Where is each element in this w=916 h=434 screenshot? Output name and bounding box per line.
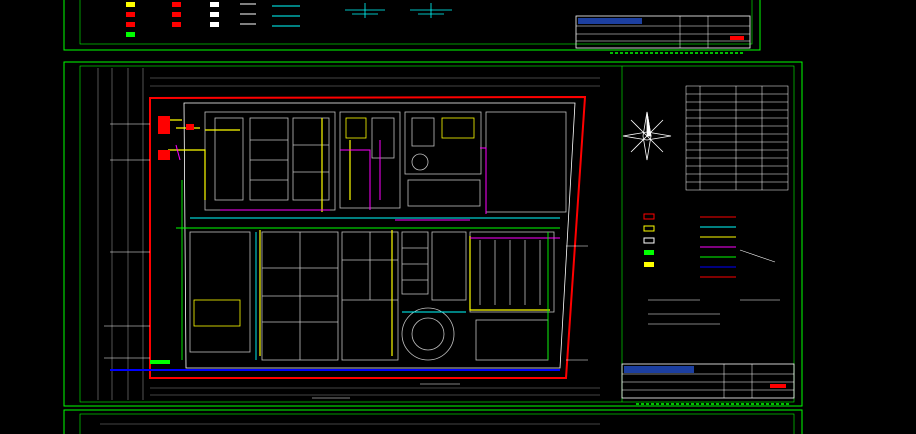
entrance-equipment[interactable] xyxy=(158,116,194,160)
main-sheet-border xyxy=(63,61,803,407)
site-boundary[interactable] xyxy=(149,95,587,379)
building-schedule-table xyxy=(685,85,789,191)
main-title-block xyxy=(621,363,795,399)
top-legend xyxy=(126,2,300,37)
lower-treatment-blocks[interactable] xyxy=(189,231,555,361)
magenta-pipes[interactable] xyxy=(175,140,560,239)
bottom-sheet xyxy=(63,409,803,434)
top-details xyxy=(345,3,452,18)
cyan-pipes[interactable] xyxy=(190,217,560,360)
green-pipes[interactable] xyxy=(176,180,560,360)
top-sheet xyxy=(63,0,761,54)
upper-treatment-blocks[interactable] xyxy=(204,111,567,213)
leader-labels xyxy=(104,123,588,399)
inner-road-outline xyxy=(183,102,576,369)
main-sheet xyxy=(63,61,803,407)
road-lines xyxy=(97,68,600,400)
main-legend xyxy=(643,213,780,325)
compass-rose-icon xyxy=(622,111,672,161)
top-title-block xyxy=(575,15,751,49)
power-lines[interactable] xyxy=(168,118,550,356)
